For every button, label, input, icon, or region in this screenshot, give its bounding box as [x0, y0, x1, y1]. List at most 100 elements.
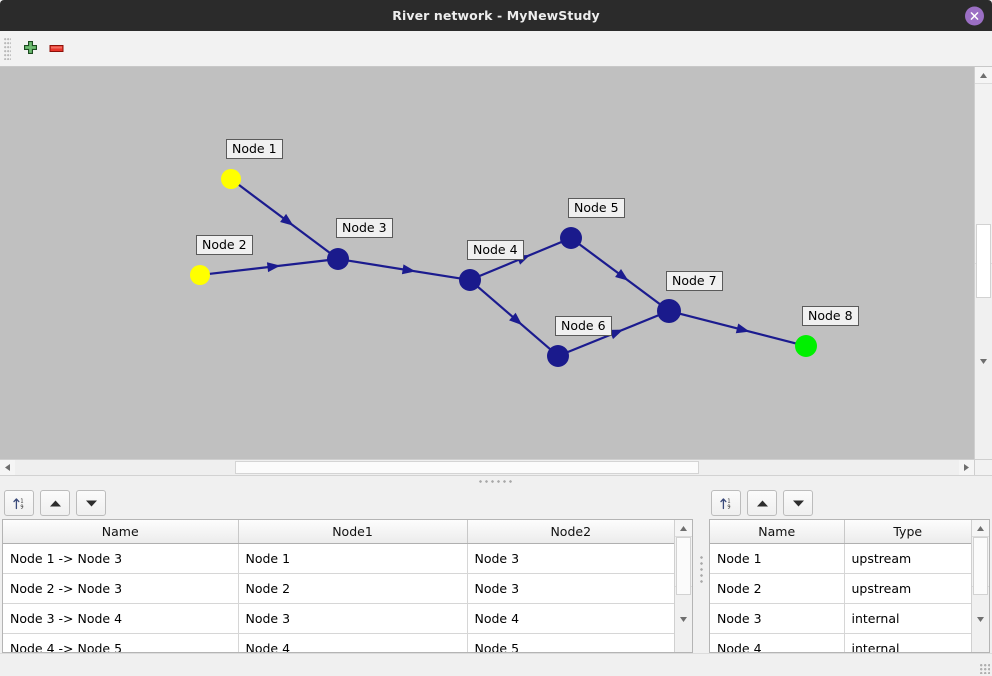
network-diagram[interactable]: Node 1 Node 2 Node 3 Node 4 Node 5 Node 6 Node… [0, 67, 974, 459]
node-label-node-3[interactable]: Node 3 [336, 218, 393, 238]
splitter-grip-icon [479, 480, 513, 483]
graph-node-node-3[interactable] [327, 248, 349, 270]
nodes-cell[interactable]: Node 4 [710, 633, 845, 652]
edge-arrow-icon [609, 329, 624, 340]
node-label-node-4[interactable]: Node 4 [467, 240, 524, 260]
close-icon[interactable] [965, 6, 984, 25]
reaches-column-header[interactable]: Name [3, 520, 239, 544]
reaches-vertical-scrollbar[interactable] [674, 520, 692, 652]
title-bar: River network - MyNewStudy [0, 0, 992, 31]
canvas-horizontal-scrollbar[interactable] [0, 459, 992, 475]
reaches-cell[interactable]: Node 3 [467, 543, 674, 574]
window-resize-grip[interactable] [980, 664, 990, 674]
graph-node-node-5[interactable] [560, 227, 582, 249]
reaches-cell[interactable]: Node 1 [238, 543, 468, 574]
nodes-column-header[interactable]: Name [710, 520, 845, 544]
nodes-vscroll-thumb[interactable] [972, 537, 988, 595]
scroll-up-icon[interactable] [975, 67, 992, 84]
nodes-cell[interactable]: Node 3 [710, 603, 845, 634]
delete-node-icon[interactable] [43, 36, 69, 62]
graph-node-node-1[interactable] [221, 169, 241, 189]
reaches-scroll-down-icon[interactable] [675, 586, 692, 652]
canvas-hscroll-thumb[interactable] [235, 461, 699, 474]
nodes-move-up-icon[interactable] [747, 490, 777, 516]
scroll-left-icon[interactable] [0, 460, 15, 475]
move-down-icon[interactable] [76, 490, 106, 516]
reaches-cell[interactable]: Node 3 [467, 573, 674, 604]
reaches-vscroll-thumb[interactable] [676, 537, 691, 595]
reaches-vscroll-track[interactable] [675, 537, 692, 595]
edge-arrow-icon [266, 262, 281, 273]
reaches-column-header[interactable]: Node2 [467, 520, 674, 544]
nodes-scroll-down-icon[interactable] [971, 586, 989, 652]
edge-arrow-icon [509, 312, 523, 326]
toolbar-drag-handle[interactable] [4, 37, 11, 60]
node-label-node-1[interactable]: Node 1 [226, 139, 283, 159]
graph-node-node-2[interactable] [190, 265, 210, 285]
nodes-cell[interactable]: internal [844, 603, 971, 634]
add-node-icon[interactable] [17, 36, 43, 62]
nodes-vertical-scrollbar[interactable] [970, 520, 989, 652]
canvas-hscroll-track[interactable] [15, 460, 959, 475]
node-label-node-2[interactable]: Node 2 [196, 235, 253, 255]
reaches-cell[interactable]: Node 2 [238, 573, 468, 604]
canvas-vscroll-track[interactable] [975, 84, 992, 298]
network-graph-svg [190, 169, 817, 367]
svg-text:9: 9 [727, 504, 730, 510]
reaches-cell[interactable]: Node 4 -> Node 5 [3, 633, 239, 652]
main-toolbar [0, 31, 992, 67]
graph-node-node-6[interactable] [547, 345, 569, 367]
nodes-move-down-icon[interactable] [783, 490, 813, 516]
canvas-vscroll-thumb[interactable] [976, 224, 991, 298]
vertical-splitter[interactable] [695, 487, 707, 653]
reaches-cell[interactable]: Node 1 -> Node 3 [3, 543, 239, 574]
nodes-vscroll-track[interactable] [971, 537, 989, 595]
nodes-sort-icon[interactable]: 1 9 [711, 490, 741, 516]
nodes-toolbar: 1 9 [707, 487, 992, 519]
status-bar [0, 653, 992, 676]
reaches-column-header[interactable]: Node1 [238, 520, 468, 544]
reaches-cell[interactable]: Node 2 -> Node 3 [3, 573, 239, 604]
nodes-cell[interactable]: internal [844, 633, 971, 652]
nodes-cell[interactable]: upstream [844, 573, 971, 604]
scroll-right-icon[interactable] [959, 460, 974, 475]
reaches-cell[interactable]: Node 5 [467, 633, 674, 652]
move-up-icon[interactable] [40, 490, 70, 516]
nodes-cell[interactable]: upstream [844, 543, 971, 574]
nodes-scroll-up-icon[interactable] [971, 520, 989, 537]
nodes-cell[interactable]: Node 2 [710, 573, 845, 604]
reaches-cell[interactable]: Node 4 [238, 633, 468, 652]
edge-arrow-icon [615, 269, 629, 281]
horizontal-splitter[interactable] [0, 475, 992, 487]
reaches-cell[interactable]: Node 3 [238, 603, 468, 634]
reaches-scroll-up-icon[interactable] [675, 520, 692, 537]
graph-node-node-7[interactable] [657, 299, 681, 323]
node-label-node-7[interactable]: Node 7 [666, 271, 723, 291]
canvas-vertical-scrollbar[interactable] [974, 67, 992, 459]
nodes-column-header[interactable]: Type [844, 520, 971, 544]
reaches-cell[interactable]: Node 3 -> Node 4 [3, 603, 239, 634]
nodes-cell[interactable]: Node 1 [710, 543, 845, 574]
graph-node-node-8[interactable] [795, 335, 817, 357]
node-label-node-8[interactable]: Node 8 [802, 306, 859, 326]
node-label-node-5[interactable]: Node 5 [568, 198, 625, 218]
graph-node-node-4[interactable] [459, 269, 481, 291]
node-label-node-6[interactable]: Node 6 [555, 316, 612, 336]
reaches-cell[interactable]: Node 4 [467, 603, 674, 634]
sort-icon[interactable]: 1 9 [4, 490, 34, 516]
svg-text:1: 1 [20, 498, 23, 504]
